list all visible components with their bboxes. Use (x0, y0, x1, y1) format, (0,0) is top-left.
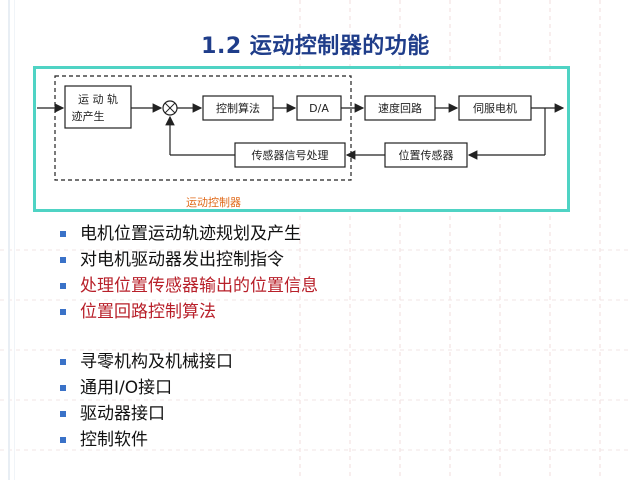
list-item-text: 驱动器接口 (80, 404, 165, 424)
list-item-text: 控制软件 (80, 430, 148, 450)
bullet-icon (60, 283, 66, 289)
position-sensor-label: 位置传感器 (399, 148, 454, 162)
list-item: 驱动器接口 (60, 402, 318, 428)
trajectory-label-2: 迹产生 (72, 109, 105, 123)
trajectory-block (64, 85, 132, 129)
servo-motor-label: 伺服电机 (473, 101, 517, 115)
left-decor-rule-2 (14, 0, 15, 480)
list-item: 电机位置运动轨迹规划及产生 (60, 222, 318, 248)
trajectory-label-1: 运 动 轨 (78, 92, 118, 106)
list-item: 控制软件 (60, 428, 318, 454)
position-sensor-block (384, 142, 468, 168)
list-item-text: 电机位置运动轨迹规划及产生 (80, 224, 301, 244)
control-block-diagram: 运 动 轨 迹产生 控制算法 D/A 速度回路 伺服电机 位置传感器 (37, 75, 565, 181)
bullet-icon (60, 257, 66, 263)
speed-loop-block (364, 95, 436, 121)
speed-loop-label: 速度回路 (378, 101, 422, 115)
list-item: 寻零机构及机械接口 (60, 350, 318, 376)
list-item-text: 通用I/O接口 (80, 378, 173, 398)
da-label: D/A (309, 102, 329, 115)
control-algorithm-label: 控制算法 (216, 101, 260, 115)
feature-list: 电机位置运动轨迹规划及产生 对电机驱动器发出控制指令 处理位置传感器输出的位置信… (60, 222, 318, 454)
sensor-processing-block (234, 142, 346, 168)
control-algorithm-block (202, 95, 274, 121)
diagram-frame (33, 66, 570, 212)
list-item-text: 对电机驱动器发出控制指令 (80, 250, 284, 270)
list-item: 位置回路控制算法 (60, 300, 318, 326)
controller-boundary (54, 75, 352, 181)
bullet-icon (60, 411, 66, 417)
controller-label: 运动控制器 (186, 196, 241, 209)
list-item-text: 寻零机构及机械接口 (80, 352, 233, 372)
bullet-icon (60, 437, 66, 443)
bullet-icon (60, 231, 66, 237)
bullet-icon (60, 359, 66, 365)
left-decor-rule (8, 0, 10, 480)
list-item-text: 位置回路控制算法 (80, 302, 216, 322)
list-spacer (60, 326, 318, 350)
list-item-text: 处理位置传感器输出的位置信息 (80, 276, 318, 296)
list-item: 处理位置传感器输出的位置信息 (60, 274, 318, 300)
slide-title: 1.2 运动控制器的功能 (201, 34, 430, 59)
list-item: 对电机驱动器发出控制指令 (60, 248, 318, 274)
list-item: 通用I/O接口 (60, 376, 318, 402)
sensor-processing-label: 传感器信号处理 (252, 149, 329, 162)
bullet-icon (60, 309, 66, 315)
bullet-icon (60, 385, 66, 391)
servo-motor-block (458, 95, 532, 121)
